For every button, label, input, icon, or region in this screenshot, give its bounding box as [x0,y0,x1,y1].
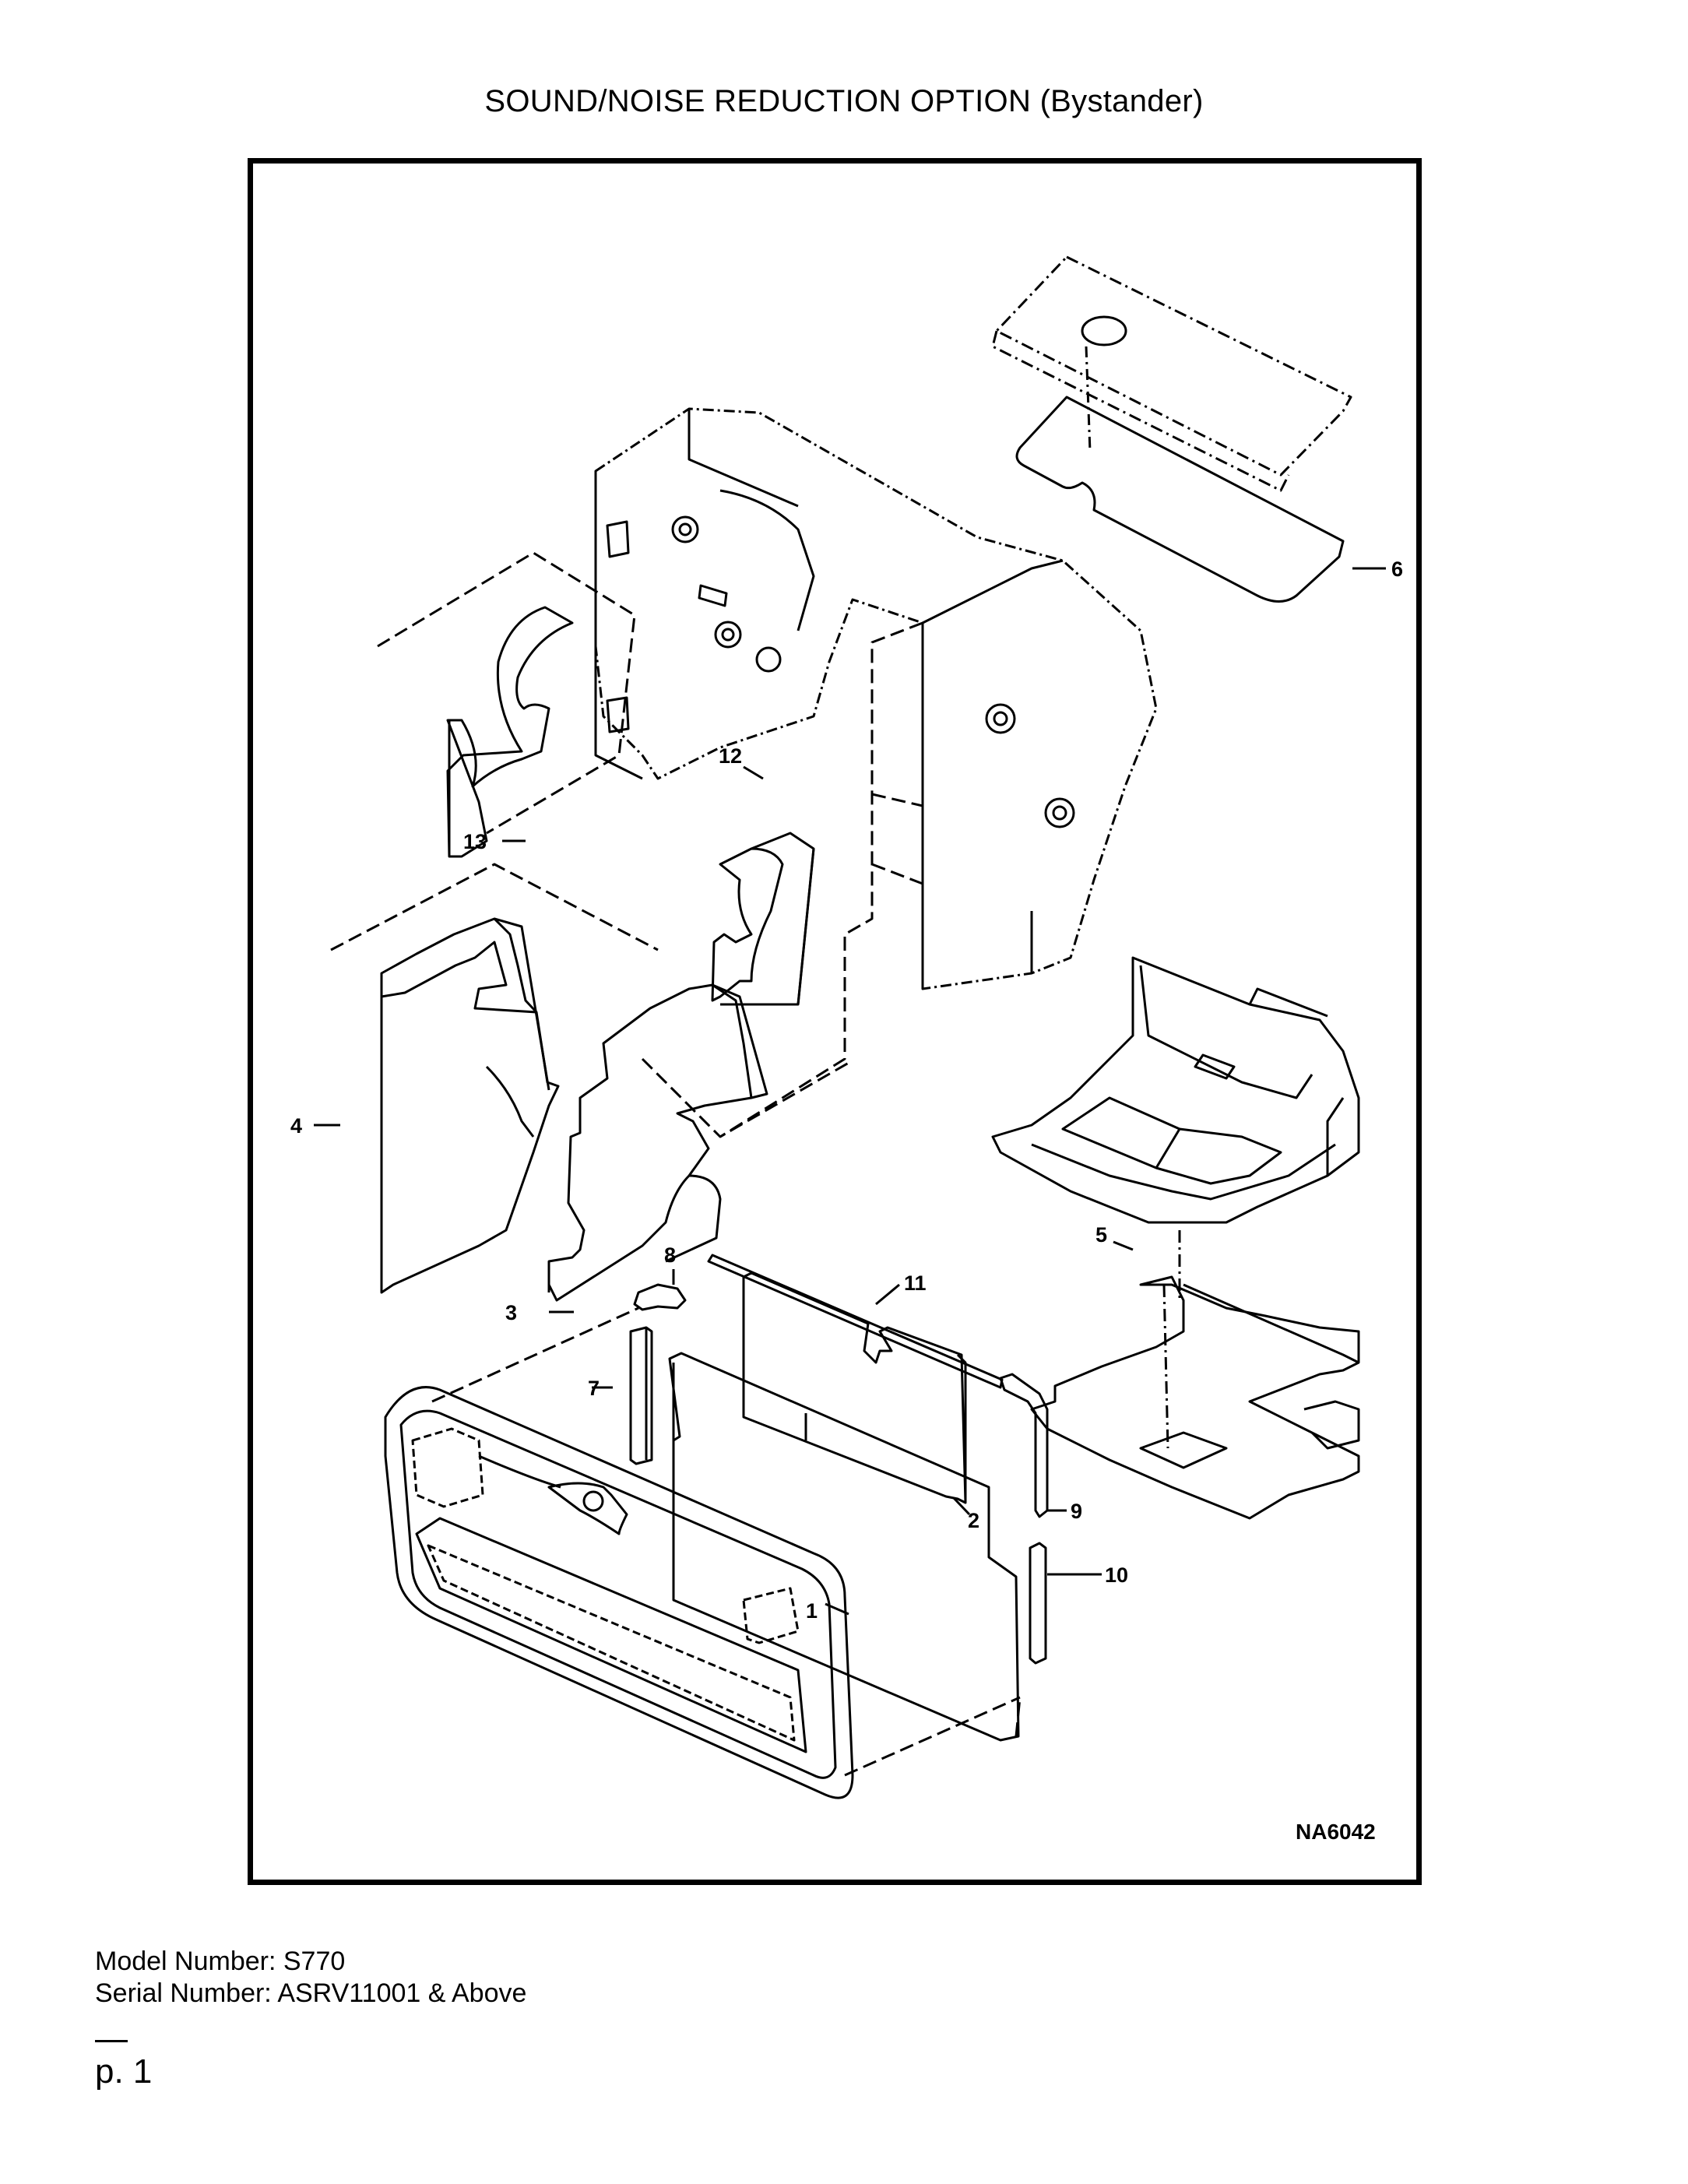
part-8-block [633,1283,687,1311]
part-1-panel [668,1352,1020,1742]
callout-9: 9 [1071,1500,1082,1523]
callout-2: 2 [968,1509,979,1532]
leader-13 [377,551,636,835]
model-number: Model Number: S770 [95,1947,346,1976]
top-bracket-panel [991,255,1352,492]
leader-4 [330,863,659,951]
part-13-panel [446,606,574,858]
page-number: p. 1 [95,2052,153,2091]
page-separator [95,2040,128,2042]
callout-8: 8 [664,1243,676,1267]
page-title: SOUND/NOISE REDUCTION OPTION (Bystander) [484,84,1204,118]
part-3-panel [547,983,753,1302]
callout-6: 6 [1391,557,1403,581]
serial-number: Serial Number: ASRV11001 & Above [95,1978,527,2008]
part-4-panel [380,917,538,1014]
part-2-panel [742,1271,967,1504]
part-6-pad [1015,396,1345,603]
callout-7: 7 [588,1377,600,1400]
part-5-panel [1030,1275,1360,1520]
drawing-number: NA6042 [1296,1820,1376,1844]
callout-11: 11 [904,1271,927,1295]
callout-10: 10 [1105,1563,1128,1587]
exploded-parts-diagram: 6 13 12 4 3 8 5 11 7 2 9 10 1 NA6042 [290,255,1403,1844]
leader-3 [641,1057,849,1138]
part-10-strip [1029,1542,1047,1665]
diagram-frame: 6 13 12 4 3 8 5 11 7 2 9 10 1 NA6042 [248,158,1422,1885]
leader-6-top [1085,346,1092,452]
floor-pan [991,956,1360,1224]
callout-13: 13 [463,830,487,853]
front-door-panel [384,1386,854,1799]
leader-spine [719,621,923,1138]
part-7-strip [629,1326,653,1465]
callout-4: 4 [290,1114,302,1138]
callout-3: 3 [505,1301,517,1324]
part-12-panel [711,847,784,1002]
part-11-strip [707,1254,1004,1389]
callout-5: 5 [1095,1223,1107,1247]
callout-1: 1 [806,1599,818,1623]
callout-12: 12 [719,744,742,768]
part-9-strip [999,1373,1049,1518]
main-frame [594,407,1158,990]
